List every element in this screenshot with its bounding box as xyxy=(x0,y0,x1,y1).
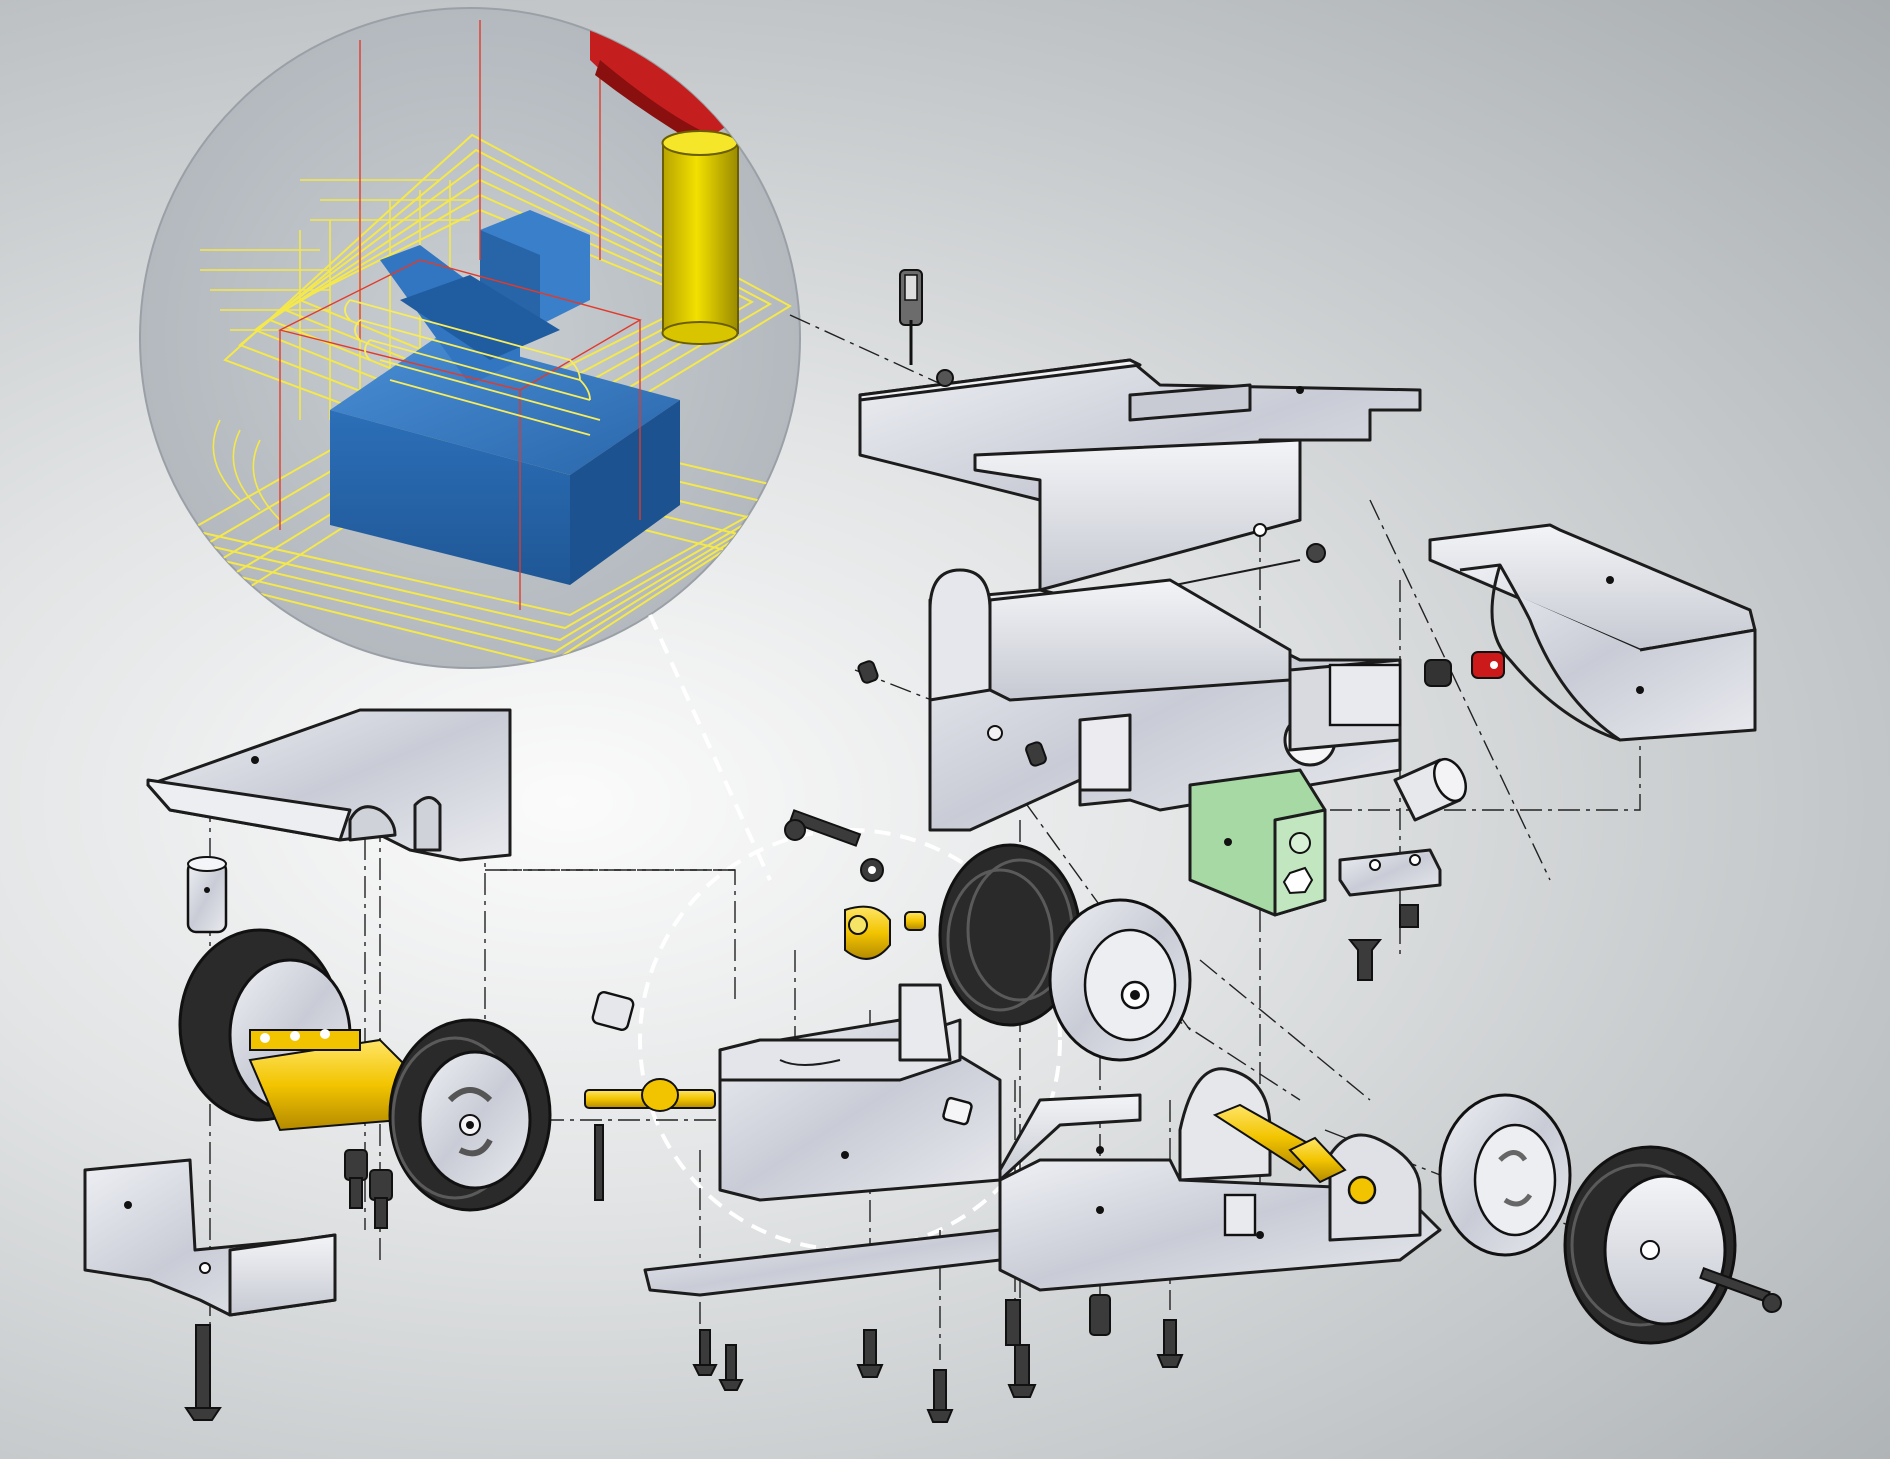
screw xyxy=(1306,543,1326,563)
clamp-block xyxy=(1338,848,1442,897)
front-axle-assembly xyxy=(178,928,552,1212)
screw xyxy=(1347,904,1419,981)
right-tray xyxy=(1428,523,1757,742)
motor-block xyxy=(1188,768,1327,917)
axle xyxy=(584,1078,716,1112)
screw xyxy=(857,660,1047,767)
center-chassis xyxy=(643,983,1022,1297)
screw xyxy=(594,1124,604,1201)
screw xyxy=(344,1149,393,1229)
bottom-left-bracket xyxy=(83,1158,337,1317)
sensor-screw xyxy=(899,269,954,387)
cam-inset xyxy=(139,7,801,669)
screw xyxy=(1005,1299,1037,1398)
screw xyxy=(926,1369,954,1423)
bottom-screws xyxy=(184,1124,1184,1423)
bolt xyxy=(784,809,884,882)
main-housing xyxy=(928,568,1402,832)
cube-nut xyxy=(591,991,635,1031)
screw xyxy=(692,1329,744,1391)
front-bracket xyxy=(146,708,512,862)
screw xyxy=(856,1329,884,1378)
screw xyxy=(184,1324,222,1421)
floor-plate xyxy=(998,1067,1442,1292)
screw xyxy=(1156,1319,1184,1368)
axle xyxy=(1212,1103,1377,1205)
yellow-bushing xyxy=(844,905,926,960)
screw xyxy=(1089,1294,1111,1336)
wheel xyxy=(938,843,1192,1062)
sleeve xyxy=(1393,757,1467,822)
red-coupling xyxy=(1424,651,1505,687)
sleeve xyxy=(186,856,228,934)
cutting-tool xyxy=(590,25,739,345)
wheel xyxy=(1438,1093,1782,1345)
